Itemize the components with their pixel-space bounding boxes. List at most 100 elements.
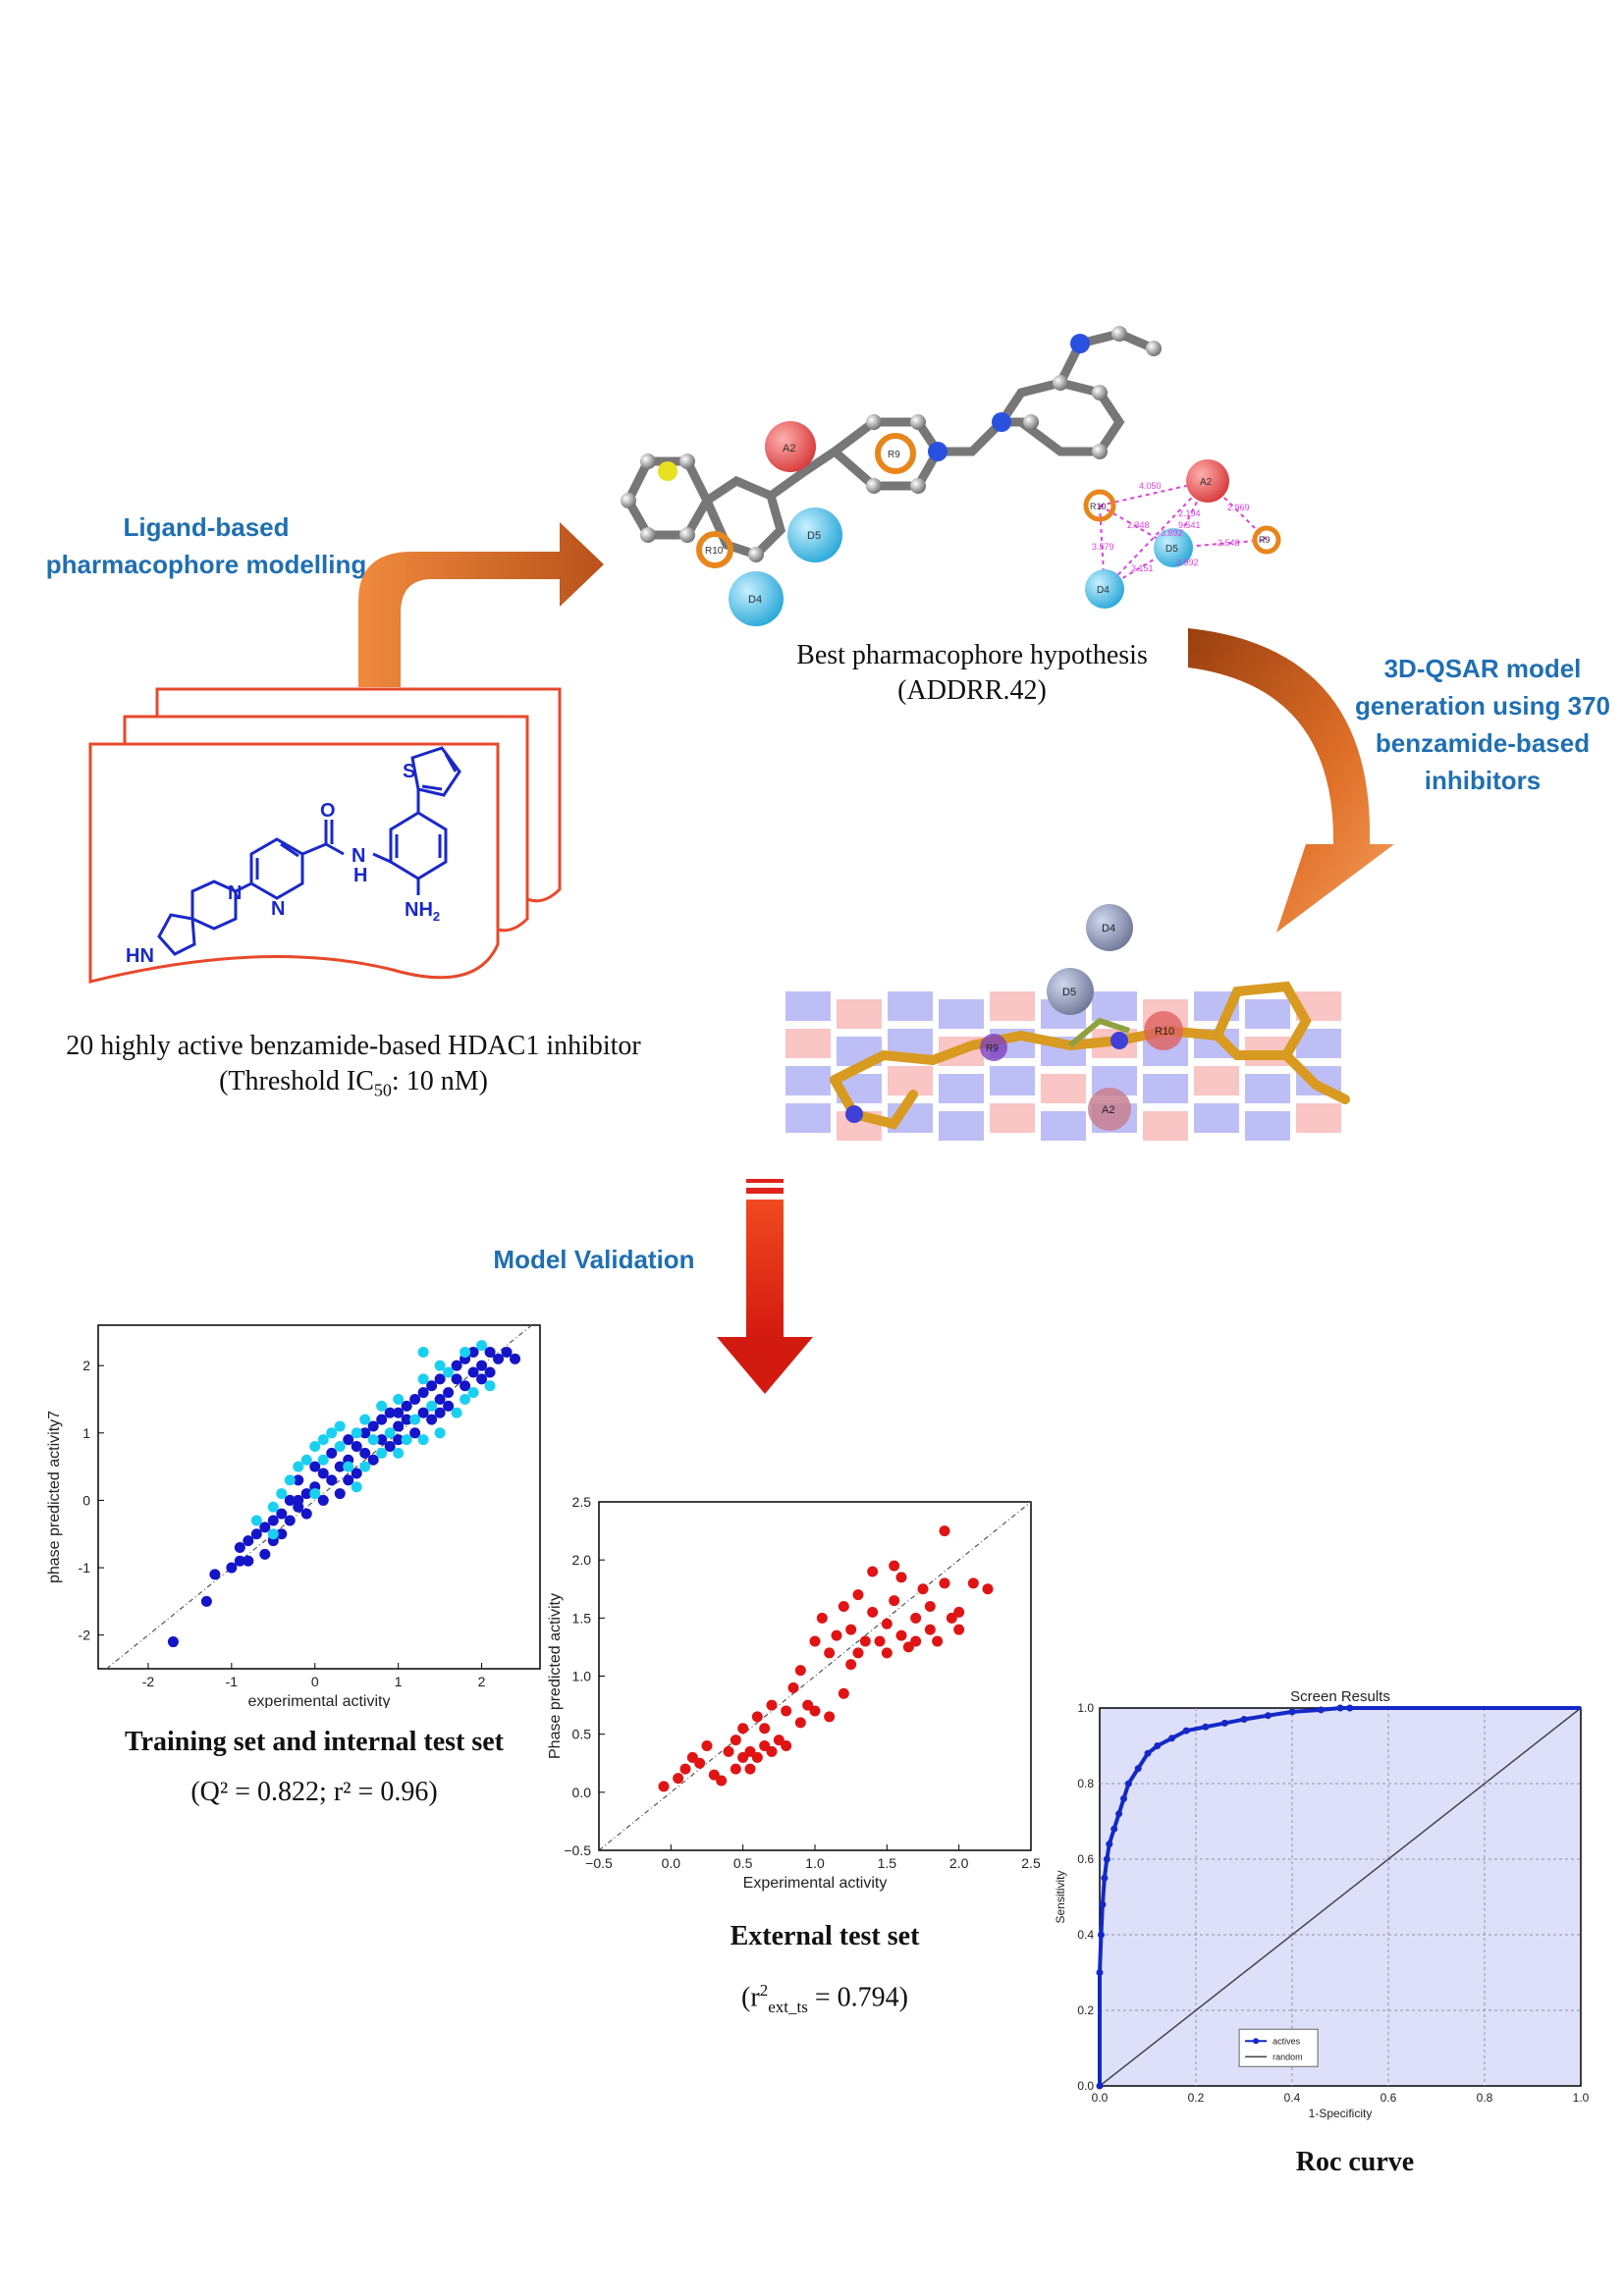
data-point (334, 1420, 346, 1432)
qsar-r9: R9 (986, 1043, 999, 1054)
data-point (751, 1751, 763, 1763)
legend-actives-label: actives (1272, 2036, 1301, 2046)
data-point (484, 1346, 496, 1358)
data-point (326, 1427, 338, 1439)
x-tick-label: 0.4 (1284, 2091, 1301, 2105)
data-point (759, 1723, 771, 1735)
y-tick-label: -2 (79, 1628, 91, 1643)
data-point (367, 1434, 379, 1446)
arrow-model-validation (717, 1179, 813, 1394)
data-point (259, 1522, 271, 1533)
data-point (910, 1612, 922, 1624)
y-axis-label: phase predicted activity7 (46, 1411, 63, 1583)
data-point (376, 1447, 388, 1459)
y-tick-label: 2.5 (572, 1494, 592, 1510)
data-point (467, 1346, 479, 1358)
y-tick-label: 0.5 (572, 1727, 592, 1742)
ic-sub: 50 (373, 1080, 392, 1100)
actives-point (1240, 1716, 1248, 1724)
data-point (845, 1659, 857, 1671)
qsar-cube (1143, 1111, 1188, 1141)
qsar-cube (1041, 1111, 1086, 1141)
data-point (932, 1635, 944, 1647)
data-point (895, 1572, 907, 1583)
data-point (393, 1407, 405, 1418)
data-point (723, 1745, 734, 1757)
data-point (476, 1340, 488, 1352)
data-point (376, 1414, 388, 1425)
training-title: Training set and internal test set (124, 1727, 505, 1757)
data-point (730, 1735, 741, 1746)
data-point (401, 1434, 412, 1446)
actives-point (1154, 1742, 1162, 1749)
data-point (924, 1624, 936, 1635)
data-point (924, 1601, 936, 1612)
y-tick-label: 1.0 (572, 1669, 592, 1684)
y-tick-label: 0 (82, 1492, 90, 1508)
best-hypothesis-caption: Best pharmacophore hypothesis (ADDRR.42) (687, 638, 1257, 709)
x-tick-label: -2 (142, 1674, 155, 1689)
atom-o: O (320, 800, 336, 822)
data-point (359, 1414, 371, 1425)
data-point (434, 1360, 446, 1371)
x-tick-label: 0.5 (733, 1855, 753, 1871)
data-point (867, 1566, 879, 1577)
data-point (881, 1647, 893, 1659)
x-tick-label: 2.5 (1021, 1855, 1041, 1871)
data-point (460, 1380, 471, 1392)
y-tick-label: 0.4 (1077, 1928, 1094, 1942)
data-point (953, 1606, 965, 1618)
qsar-cube (785, 1103, 831, 1133)
legend-box (1238, 2028, 1319, 2067)
data-point (443, 1400, 455, 1412)
data-point (317, 1434, 329, 1446)
inhibitor-caption-line2: (Threshold IC50: 10 nM) (20, 1064, 687, 1108)
data-point (443, 1387, 455, 1399)
data-point (317, 1454, 329, 1466)
data-point (686, 1751, 698, 1763)
data-point (351, 1481, 362, 1493)
data-point (309, 1441, 321, 1453)
qsar-label-line3: benzamide-based (1375, 728, 1591, 758)
qsar-cube (785, 1066, 831, 1095)
data-point (773, 1735, 785, 1746)
data-point (716, 1775, 728, 1787)
qsar-label-line1: 3D-QSAR model (1383, 654, 1582, 683)
qsar-model-image: D5 D4 R10 A2 R9 (785, 904, 1350, 1141)
data-point (673, 1773, 684, 1785)
actives-point (1097, 1931, 1105, 1939)
data-point (384, 1407, 396, 1418)
data-point (267, 1501, 279, 1513)
y-tick-label: 2 (82, 1358, 90, 1373)
data-point (434, 1373, 446, 1385)
qsar-r10: R10 (1155, 1026, 1174, 1038)
data-point (737, 1723, 749, 1735)
inhibitor-caption-line1: 20 highly active benzamide-based HDAC1 i… (66, 1031, 641, 1061)
x-tick-label: 2 (478, 1674, 486, 1689)
qsar-cube (1296, 1103, 1341, 1133)
actives-point (1103, 1855, 1110, 1863)
data-point (794, 1717, 806, 1729)
roc-chart-title: Screen Results (1290, 1688, 1390, 1705)
qsar-label-line4: inhibitors (1424, 766, 1542, 795)
data-point (309, 1488, 321, 1500)
actives-point (1182, 1727, 1190, 1735)
atom-nh2-main: NH (405, 899, 433, 921)
data-point (889, 1595, 900, 1607)
actives-point (1346, 1704, 1354, 1712)
feature-a2: A2 (783, 443, 795, 454)
data-point (417, 1407, 429, 1418)
hyp-d4: D4 (1097, 585, 1110, 596)
data-point (334, 1461, 346, 1472)
x-tick-label: 1.0 (1573, 2091, 1590, 2105)
data-point (367, 1420, 379, 1432)
data-point (409, 1414, 421, 1425)
qsar-cube (837, 999, 882, 1029)
data-point (895, 1629, 907, 1641)
actives-point (1096, 1969, 1104, 1976)
data-point (852, 1647, 864, 1659)
data-point (417, 1434, 429, 1446)
data-point (359, 1447, 371, 1459)
data-point (501, 1346, 513, 1358)
